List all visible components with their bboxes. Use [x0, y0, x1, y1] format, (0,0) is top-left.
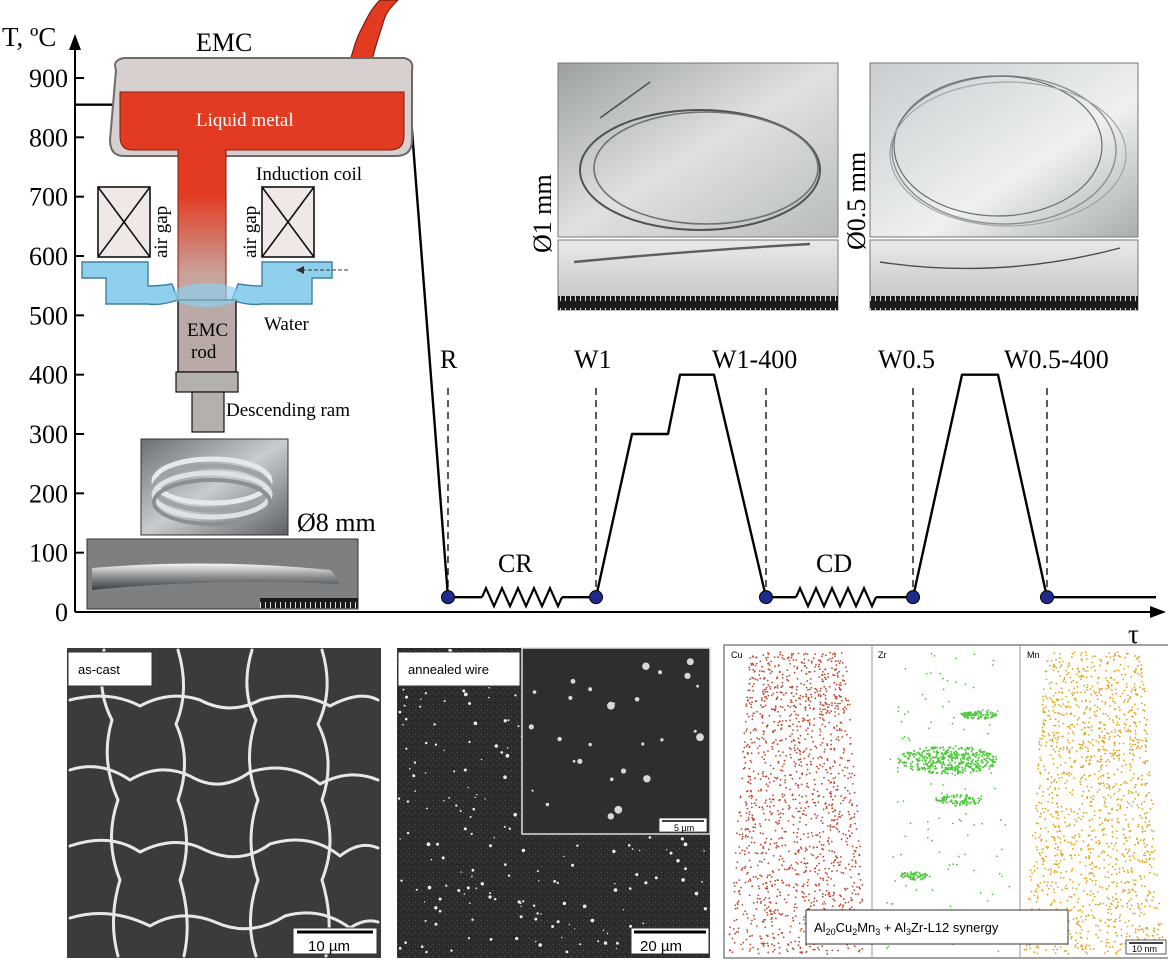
apt-zr-label: Zr	[878, 650, 887, 660]
emc-rod-label-2: rod	[191, 342, 217, 363]
as-cast-scale-label: 10 µm	[308, 938, 350, 955]
y-tick-label: 100	[29, 539, 68, 568]
water-inlet-arrowhead	[296, 266, 304, 274]
induction-coil-right	[261, 186, 315, 258]
stage-marker	[441, 590, 455, 605]
y-axis-arrow	[69, 34, 81, 50]
stage-label: W1	[574, 345, 612, 374]
stage-marker	[759, 590, 773, 605]
apt-cu-label: Cu	[731, 650, 743, 660]
stage-label: W0.5	[878, 345, 935, 374]
annealed-scale-label: 20 µm	[640, 938, 682, 955]
y-ticks: 900 800 700 600 500 400 300 200 100 0	[29, 64, 84, 627]
temperature-profile: CR CD R W1 W1-400 W0.5 W0.5-400	[75, 103, 1156, 610]
y-tick-label: 800	[29, 123, 68, 152]
wire-05mm-label: Ø0.5 mm	[842, 152, 871, 250]
rod-coil-photo	[140, 438, 289, 536]
cd-resistor-symbol	[794, 585, 878, 609]
water-jacket-left	[81, 261, 179, 306]
liquid-metal-label: Liquid metal	[196, 110, 294, 131]
temperature-curve	[75, 103, 1156, 599]
process-symbols: CR CD	[480, 549, 878, 610]
emc-rod-label-1: EMC	[187, 320, 228, 341]
apt-phases-label: Al20Cu2Mn3 + Al3Zr-L12 synergy	[814, 920, 999, 937]
emc-schematic: EMC Liquid metal Induction coil air gap …	[81, 0, 414, 610]
apt-mn-label: Mn	[1027, 650, 1040, 660]
apt-mn-map	[1023, 651, 1164, 955]
annealed-micrograph: annealed wire 5 µm 20 µm	[397, 647, 711, 958]
x-axis-arrow	[1150, 606, 1166, 618]
descending-ram	[191, 391, 225, 433]
air-gap-label-right: air gap	[240, 206, 261, 258]
y-tick-label: 200	[29, 479, 68, 508]
apt-zr-map	[886, 652, 1011, 953]
air-gap-label-left: air gap	[151, 206, 172, 258]
apt-cu-map	[728, 651, 866, 955]
y-tick-label: 500	[29, 301, 68, 330]
water-label: Water	[264, 314, 310, 335]
annealed-caption: annealed wire	[408, 662, 489, 677]
chart-axes: T, ºC τ 900 800 700 600 500 400 300 200 100 0	[2, 22, 1166, 649]
y-axis-label: T, ºC	[2, 22, 56, 52]
y-tick-label: 300	[29, 420, 68, 449]
rod-diameter-label: Ø8 mm	[297, 508, 376, 537]
stage-label: W1-400	[712, 345, 797, 374]
cd-label: CD	[816, 549, 852, 578]
descending-ram-label: Descending ram	[226, 400, 350, 421]
stage-markers: R W1 W1-400 W0.5 W0.5-400	[440, 345, 1109, 605]
induction-coil-label: Induction coil	[256, 164, 362, 185]
apt-scale-label: 10 nm	[1132, 944, 1157, 954]
cr-label: CR	[498, 549, 533, 578]
cr-resistor-symbol	[480, 585, 564, 609]
x-axis-label: τ	[1128, 619, 1139, 649]
apt-maps: Cu Zr Mn Al20Cu2Mn3 + Al3Zr-L12 synergy …	[723, 644, 1168, 959]
stage-label: W0.5-400	[1004, 345, 1109, 374]
y-tick-label: 700	[29, 183, 68, 212]
y-tick-label: 0	[55, 598, 68, 627]
wire-photo-05mm	[869, 62, 1139, 311]
y-tick-label: 900	[29, 64, 68, 93]
as-cast-micrograph: as-cast 10 µm	[67, 648, 381, 958]
wire-photo-1mm	[557, 62, 839, 311]
y-tick-label: 400	[29, 361, 68, 390]
ram-head	[175, 371, 239, 393]
emc-rod	[177, 299, 237, 373]
water-jacket-right	[231, 261, 333, 306]
stage-label: R	[440, 345, 458, 374]
emc-title: EMC	[196, 28, 252, 57]
stage-marker	[589, 590, 603, 605]
stage-marker	[906, 590, 920, 605]
rod-bar-photo	[86, 538, 359, 610]
y-tick-label: 600	[29, 242, 68, 271]
wire-1mm-label: Ø1 mm	[528, 174, 557, 253]
inset-scale-label: 5 µm	[674, 823, 694, 833]
stage-marker	[1040, 590, 1054, 605]
induction-coil-left	[97, 186, 151, 258]
as-cast-caption: as-cast	[78, 662, 120, 677]
cooling-ring	[173, 283, 241, 307]
